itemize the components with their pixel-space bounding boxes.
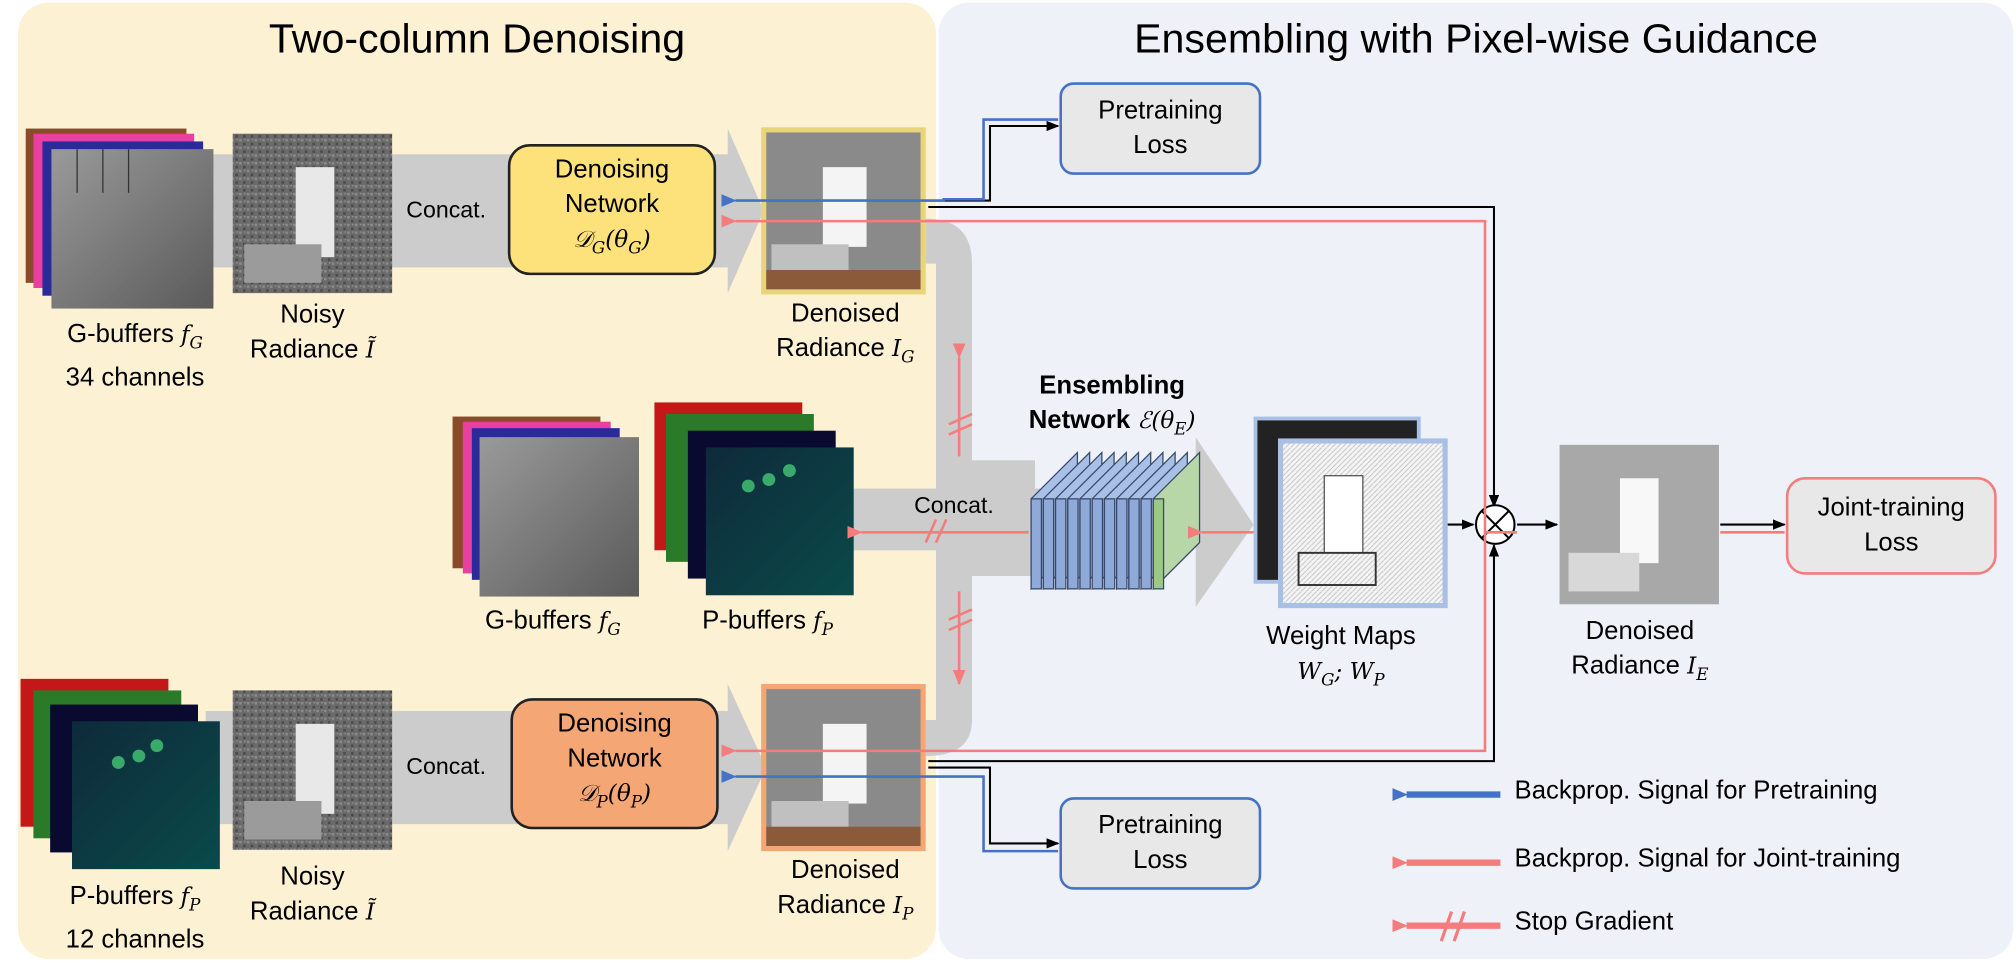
gbuffers-top-label: G-buffers fG 34 channels xyxy=(65,320,205,393)
pbuffers-bottom-stack xyxy=(20,678,220,870)
noisy-radiance-top xyxy=(232,133,393,294)
legend-stop-slashes xyxy=(1439,911,1466,942)
right-panel xyxy=(938,2,2014,960)
pretraining-loss-top-box xyxy=(1059,82,1262,175)
ensembling-layer-slice-face xyxy=(1091,498,1104,590)
ensembling-layer-slice-face xyxy=(1054,498,1067,590)
ensembling-layer-slice-face xyxy=(1067,498,1079,590)
legend-pretrain-label: Backprop. Signal for Pretraining xyxy=(1514,776,1878,805)
ensembling-output-slice-face xyxy=(1152,498,1165,590)
ensembling-network-slices xyxy=(1030,451,1201,591)
pretraining-loss-bottom-box xyxy=(1059,797,1262,890)
ensembling-network-label: Ensembling Network ℰ(θE) xyxy=(1028,371,1196,440)
legend-joint-label: Backprop. Signal for Joint-training xyxy=(1514,844,1901,873)
pretrain-backprop-arrows xyxy=(721,118,1059,853)
denoiser-p-box xyxy=(510,698,719,830)
ensembling-layer-slice-face xyxy=(1042,498,1055,590)
ensembling-layer-slice-face xyxy=(1115,498,1128,590)
pretraining-loss-bottom: Pretraining Loss xyxy=(1098,811,1223,875)
noisy-radiance-top-label: Noisy Radiance Ĩ xyxy=(249,300,375,364)
pbuffers-mid-stack xyxy=(654,402,854,596)
joint-loss-box xyxy=(1785,476,1997,575)
denoised-p-label: Denoised Radiance IP xyxy=(777,856,914,925)
weight-maps-images xyxy=(1253,416,1448,609)
ensembling-layer-slice-face xyxy=(1140,498,1152,590)
ensembling-layer-slice-face xyxy=(1128,498,1140,590)
denoised-image-p xyxy=(761,683,926,852)
concat-mid-label: Concat. xyxy=(914,492,994,519)
joint-backprop-arrows xyxy=(721,214,1785,758)
denoised-g-label: Denoised Radiance IG xyxy=(776,299,915,368)
right-panel-title: Ensembling with Pixel-wise Guidance xyxy=(1134,15,1818,62)
pretraining-loss-top: Pretraining Loss xyxy=(1098,96,1223,160)
denoiser-p-label: Denoising Network 𝒟P(θP) xyxy=(557,709,672,813)
joint-training-loss: Joint-training Loss xyxy=(1817,493,1965,557)
left-panel-title: Two-column Denoising xyxy=(268,15,686,62)
denoised-image-g xyxy=(761,127,926,295)
gbuffers-mid-label: G-buffers fG xyxy=(484,606,621,641)
concat-bottom-label: Concat. xyxy=(406,753,487,780)
ensembling-layer-slice-face xyxy=(1030,498,1043,590)
denoised-e-label: Denoised Radiance IE xyxy=(1571,617,1709,686)
gbuffers-mid-stack xyxy=(452,416,639,597)
stop-gradient-marks xyxy=(924,412,973,632)
denoiser-g-box xyxy=(507,143,717,276)
pbuffers-mid-label: P-buffers fP xyxy=(702,606,833,641)
denoised-image-e xyxy=(1559,444,1719,605)
pbuffers-bottom-label: P-buffers fP 12 channels xyxy=(65,881,205,954)
ensembling-layer-slice-face xyxy=(1103,498,1116,590)
legend-arrows xyxy=(1392,788,1501,933)
weight-maps-label: Weight Maps WG; WP xyxy=(1266,622,1416,691)
denoiser-g-label: Denoising Network 𝒟G(θG) xyxy=(554,155,670,259)
ensembling-layer-slice-face xyxy=(1079,498,1091,590)
noisy-radiance-bottom xyxy=(232,690,393,850)
concat-top-label: Concat. xyxy=(406,196,487,223)
legend-stop-label: Stop Gradient xyxy=(1514,907,1674,936)
noisy-radiance-bottom-label: Noisy Radiance Ĩ xyxy=(249,862,375,926)
gbuffers-top-stack xyxy=(25,128,214,309)
